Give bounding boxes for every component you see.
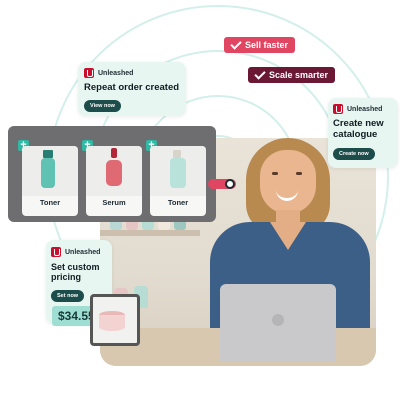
check-icon (254, 68, 266, 80)
card-title: Repeat order created (84, 82, 180, 93)
brand-name: Unleashed (347, 105, 383, 113)
price-badge: $34.55 (52, 306, 101, 326)
create-now-button[interactable]: Create now (333, 148, 375, 160)
product-panel: + Toner + Serum + Toner (8, 126, 216, 222)
create-catalogue-card: Unleashed Create new catalogue Create no… (328, 98, 398, 168)
product-label: Toner (167, 198, 189, 207)
unleashed-logo-icon (333, 104, 343, 114)
unleashed-logo-icon (84, 68, 94, 78)
brand-name: Unleashed (65, 248, 101, 256)
unleashed-logo-icon (51, 247, 61, 257)
brand: Unleashed (333, 104, 382, 114)
cream-jar-icon (99, 311, 125, 331)
shelf (100, 230, 200, 236)
card-title: Set custom pricing (51, 262, 100, 283)
repeat-order-card: Unleashed Repeat order created View now (78, 62, 186, 116)
product-image (22, 146, 78, 196)
toggle-switch[interactable] (208, 179, 236, 189)
serum-bottle-icon (106, 148, 122, 186)
plus-icon[interactable]: + (82, 140, 93, 151)
product-card[interactable]: Serum (86, 146, 142, 216)
sell-faster-tag: Sell faster (224, 37, 296, 53)
check-icon (230, 38, 242, 50)
set-now-button[interactable]: Set now (51, 290, 85, 302)
product-image (86, 146, 142, 196)
product-card[interactable]: Toner (22, 146, 78, 216)
product-label: Serum (102, 198, 126, 207)
scale-smarter-tag: Scale smarter (248, 67, 336, 83)
toner-bottle-icon (170, 150, 186, 188)
plus-icon[interactable]: + (146, 140, 157, 151)
brand: Unleashed (84, 68, 133, 78)
product-image (150, 146, 206, 196)
toner-bottle-icon (41, 150, 55, 188)
product-thumbnail (90, 294, 140, 346)
tag-label: Scale smarter (269, 70, 329, 80)
product-card[interactable]: Toner (150, 146, 206, 216)
card-title: Create new catalogue (333, 118, 384, 140)
brand: Unleashed (51, 247, 100, 257)
view-now-button[interactable]: View now (84, 100, 121, 112)
tag-label: Sell faster (245, 40, 289, 50)
toggle-knob[interactable] (225, 179, 235, 189)
brand-name: Unleashed (98, 69, 134, 77)
product-label: Toner (39, 198, 61, 207)
plus-icon[interactable]: + (18, 140, 29, 151)
